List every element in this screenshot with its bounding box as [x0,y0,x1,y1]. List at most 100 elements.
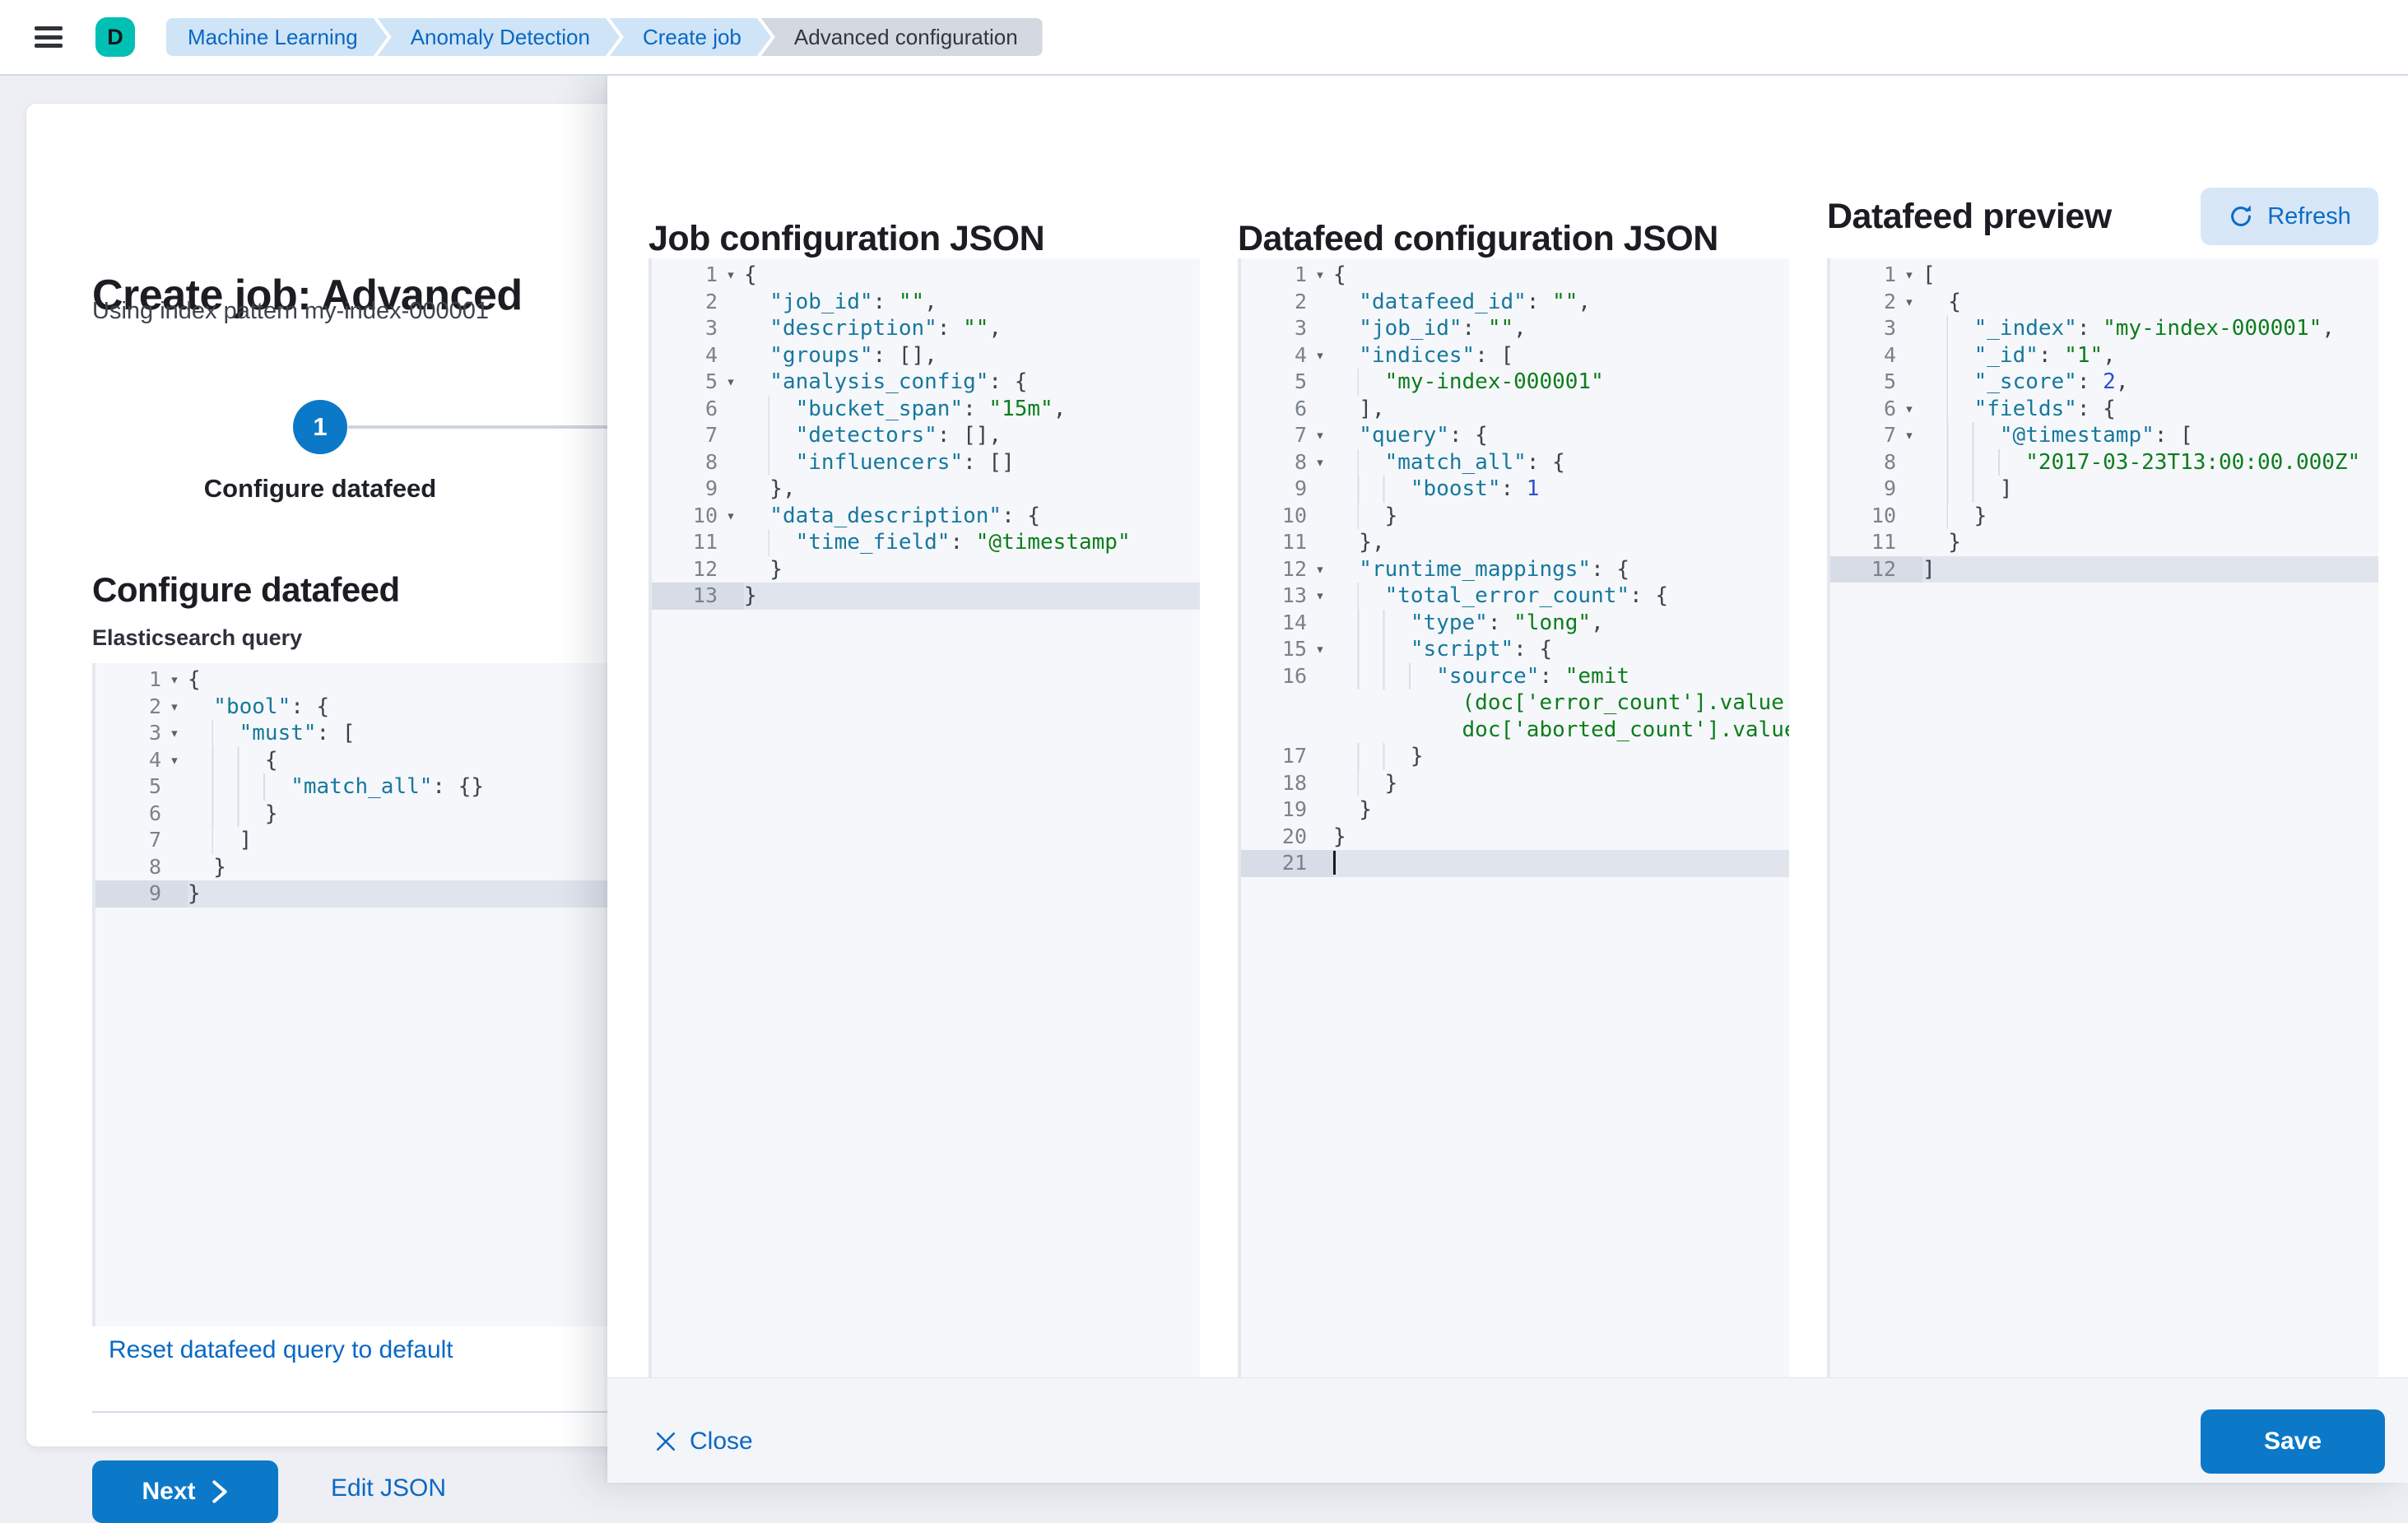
datafeed-preview-header: Datafeed preview Refresh [1827,184,2378,248]
line-number: 9 [148,881,161,905]
save-button[interactable]: Save [2201,1409,2385,1474]
breadcrumb-create-job[interactable]: Create job [610,18,771,56]
line-number: 4 [704,342,718,367]
indent-guides [1333,476,1385,503]
fold-caret-icon[interactable]: ▾ [1315,560,1325,578]
page-title: Create job: Advanced [92,271,523,319]
code-token: "source" [1436,663,1540,689]
reset-datafeed-query-link[interactable]: Reset datafeed query to default [109,1336,453,1363]
code-token: } [264,801,278,826]
code-line: 6], [1241,396,1789,423]
fold-caret-icon[interactable]: ▾ [1315,453,1325,471]
line-number: 8 [148,854,161,879]
code-token: "_index" [1973,316,2077,341]
datafeed-preview-title: Datafeed preview [1827,196,2112,236]
close-button[interactable]: Close [650,1427,758,1456]
breadcrumb-machine-learning[interactable]: Machine Learning [166,18,388,56]
step-1-indicator[interactable]: 1 [293,400,347,454]
code-token: : { [291,694,330,719]
code-line: 3▾"must": [ [95,720,650,747]
code-line: 10} [1830,502,2378,529]
code-token: : [950,530,976,555]
indent-guides [188,800,239,827]
code-token: "2017-03-23T13:00:00.000Z" [2025,449,2361,475]
code-token: "influencers" [795,449,964,475]
code-line: 1▾[ [1830,262,2378,289]
indent-guides [1333,448,1360,476]
code-line: (doc['error_count'].value + [1241,690,1789,717]
menu-icon[interactable] [35,26,63,48]
code-token: "emit [1564,663,1630,689]
fold-caret-icon[interactable]: ▾ [1315,426,1325,444]
code-token: "boost" [1410,476,1501,501]
indent-guides [1333,583,1360,610]
code-line: 13} [652,583,1200,610]
code-line: 21 [1241,850,1789,877]
fold-caret-icon[interactable]: ▾ [1315,587,1325,605]
fold-caret-icon[interactable]: ▾ [1315,640,1325,658]
line-number: 9 [1294,476,1307,500]
refresh-button[interactable]: Refresh [2201,188,2378,245]
edit-json-link[interactable]: Edit JSON [331,1474,447,1502]
fold-caret-icon[interactable]: ▾ [726,506,736,525]
code-line: 8"2017-03-23T13:00:00.000Z" [1830,448,2378,476]
code-token: "long" [1513,610,1592,635]
fold-caret-icon[interactable]: ▾ [1904,266,1914,284]
top-header: D Machine Learning Anomaly Detection Cre… [0,0,2408,76]
close-icon [656,1432,676,1451]
code-line: 2"job_id": "", [652,289,1200,316]
code-line: 20} [1241,824,1789,851]
code-token: "total_error_count" [1384,583,1630,608]
code-token: { [1948,289,1961,314]
code-token: "match_all" [1384,449,1527,475]
code-token: } [213,854,226,880]
code-token: , [1591,610,1604,635]
code-line: 7▾"@timestamp": [ [1830,422,2378,449]
code-token: "type" [1410,610,1488,635]
fold-caret-icon[interactable]: ▾ [170,750,179,769]
datafeed-preview-editor[interactable]: 1▾[2▾{3"_index": "my-index-000001",4"_id… [1827,258,2378,1453]
datafeed-configuration-editor[interactable]: 1▾{2"datafeed_id": "",3"job_id": "",4▾"i… [1238,258,1789,1453]
code-line: 10▾"data_description": { [652,503,1200,530]
code-token: "job_id" [769,289,873,314]
line-number: 5 [148,774,161,798]
elasticsearch-query-editor[interactable]: 1▾{2▾"bool": {3▾"must": [4▾{5"match_all"… [92,663,650,1326]
code-line: 6"bucket_span": "15m", [652,395,1200,422]
line-number: 7 [704,423,718,447]
line-number: 9 [704,476,718,500]
code-line: 7] [95,827,650,854]
line-number: 11 [1871,530,1896,554]
fold-caret-icon[interactable]: ▾ [1904,399,1914,418]
next-button[interactable]: Next [92,1460,278,1523]
fold-caret-icon[interactable]: ▾ [1315,266,1325,284]
step-1-label: Configure datafeed [203,474,437,503]
line-number: 3 [704,316,718,340]
code-token: } [1333,824,1346,849]
code-token: [ [1922,262,1936,287]
fold-caret-icon[interactable]: ▾ [1315,346,1325,364]
fold-caret-icon[interactable]: ▾ [726,266,736,284]
indent-guides [744,448,770,476]
job-configuration-editor[interactable]: 1▾{2"job_id": "",3"description": "",4"gr… [648,258,1200,1453]
line-number: 6 [1294,396,1307,420]
avatar[interactable]: D [95,17,135,57]
breadcrumb-anomaly-detection[interactable]: Anomaly Detection [378,18,620,56]
code-token: , [1578,289,1592,314]
fold-caret-icon[interactable]: ▾ [1904,426,1914,444]
fold-caret-icon[interactable]: ▾ [1904,292,1914,311]
fold-caret-icon[interactable]: ▾ [170,697,179,716]
fold-caret-icon[interactable]: ▾ [170,671,179,689]
code-line: 1▾{ [1241,262,1789,289]
code-token: "detectors" [795,423,937,448]
code-line: 11"time_field": "@timestamp" [652,529,1200,556]
breadcrumb: Machine Learning Anomaly Detection Creat… [166,18,1043,56]
code-line: 6} [95,800,650,827]
refresh-icon [2231,205,2252,226]
fold-caret-icon[interactable]: ▾ [170,724,179,742]
fold-caret-icon[interactable]: ▾ [726,373,736,391]
code-line: 7▾"query": { [1241,422,1789,449]
indent-guides [188,773,265,801]
code-token: ] [1922,556,1936,582]
line-number: 15 [1281,637,1307,661]
code-token: "15m" [988,396,1053,421]
